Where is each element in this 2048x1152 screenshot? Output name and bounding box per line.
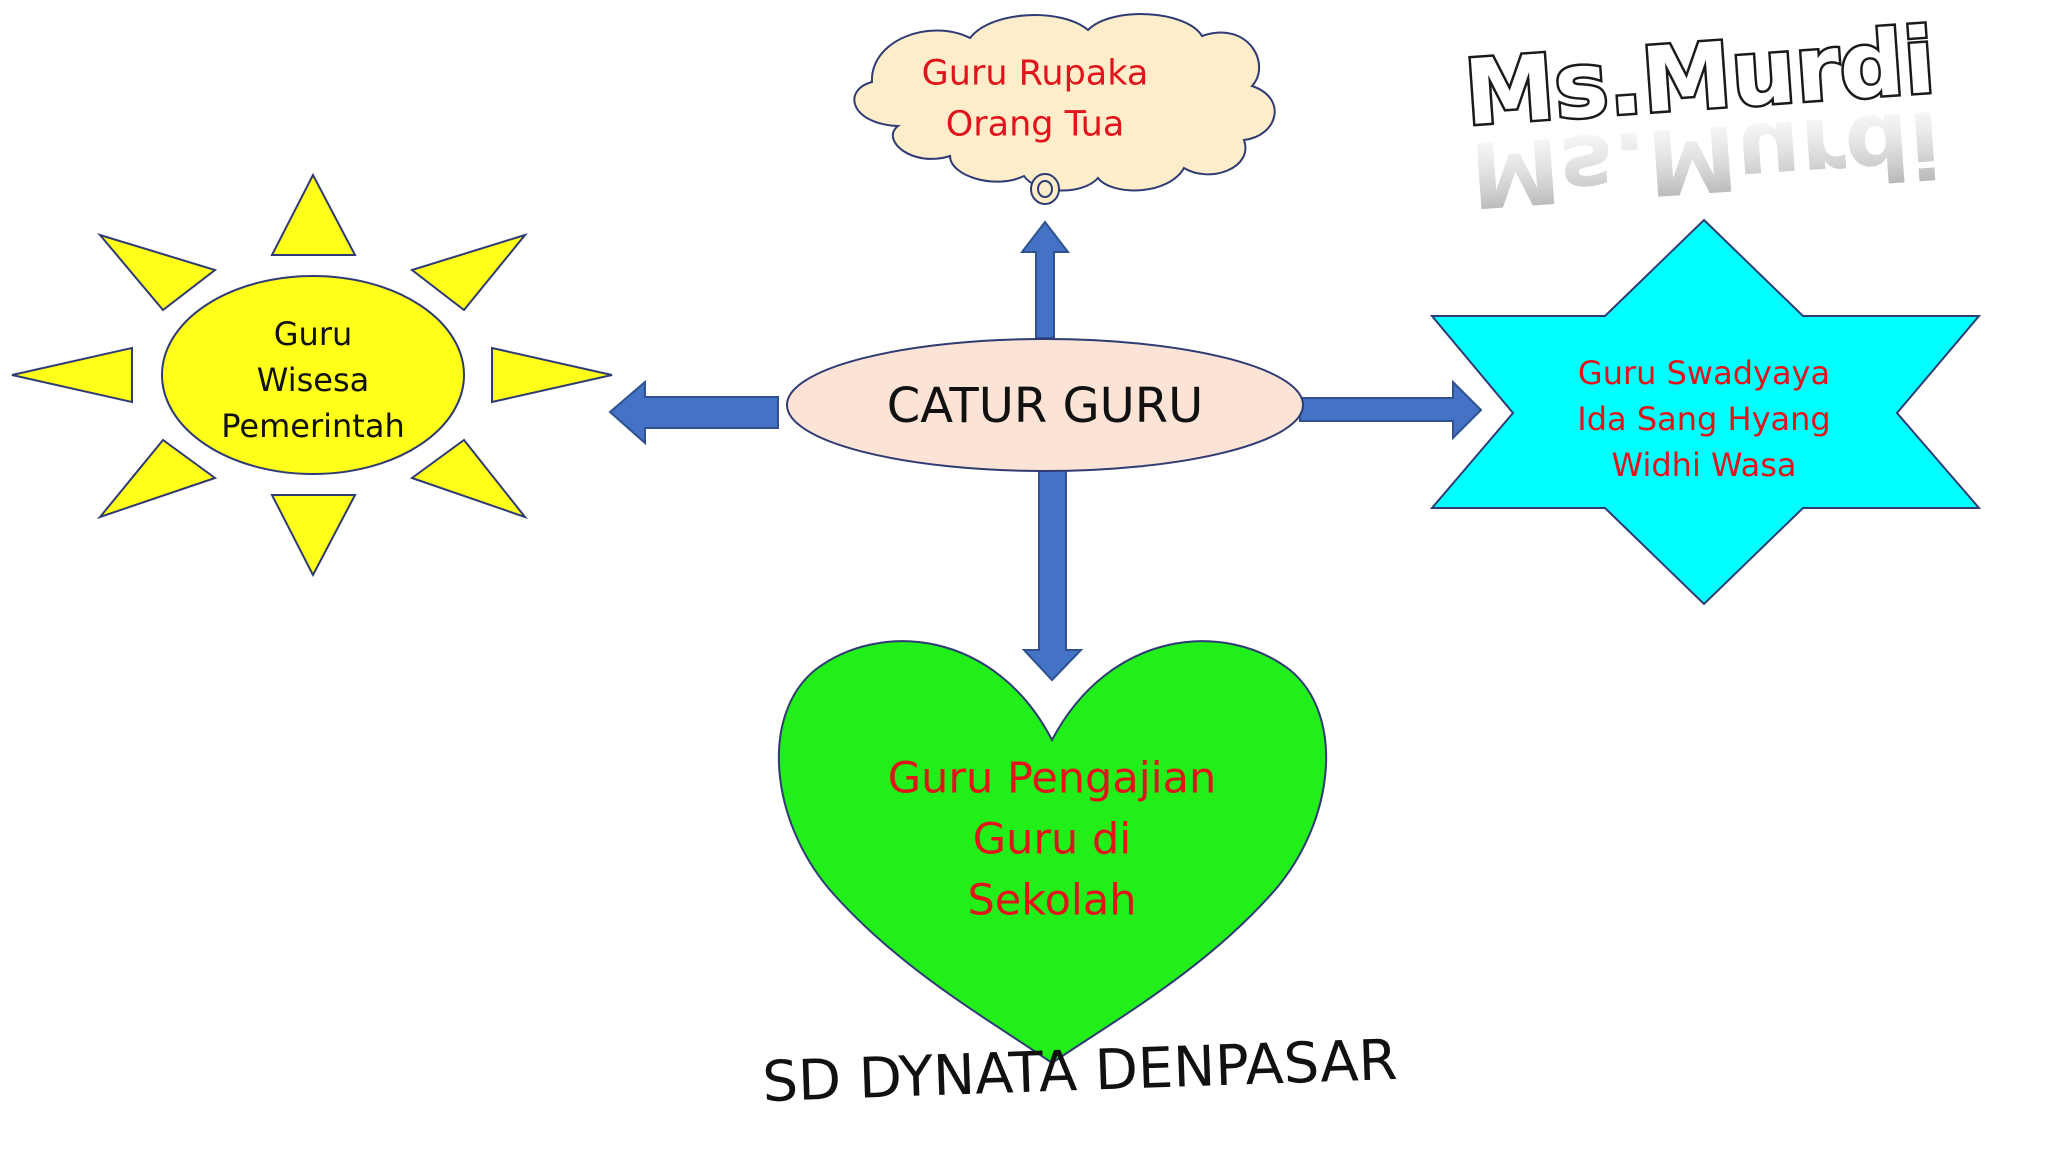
node-sun-line: Guru xyxy=(274,315,353,353)
center-ellipse xyxy=(786,338,1304,472)
arrow-up xyxy=(1019,220,1071,339)
node-star-line: Guru Swadyaya xyxy=(1578,354,1830,392)
center-label: CATUR GURU xyxy=(887,378,1204,434)
node-cloud-line: Guru Rupaka xyxy=(922,53,1149,93)
footer-school-name: SD DYNATA DENPASAR xyxy=(761,1028,1398,1115)
node-heart-line: Guru Pengajian xyxy=(888,753,1216,803)
node-heart-line: Sekolah xyxy=(968,875,1137,925)
arrow-down xyxy=(1021,469,1084,682)
sun-shape xyxy=(11,172,613,578)
watermark: Ms.Murdi Ms.Murdi xyxy=(1459,6,1944,227)
heart-shape xyxy=(777,640,1328,1065)
node-cloud-line: Orang Tua xyxy=(946,104,1125,144)
node-sun-line: Wisesa xyxy=(257,361,369,399)
node-heart-line: Guru di xyxy=(973,814,1131,864)
cloud-shape xyxy=(853,13,1276,205)
node-sun-line: Pemerintah xyxy=(221,407,404,445)
arrow-right xyxy=(1299,379,1483,441)
node-star-line: Ida Sang Hyang xyxy=(1577,400,1830,438)
node-star-line: Widhi Wasa xyxy=(1612,446,1797,484)
star-shape xyxy=(1429,218,1982,606)
arrow-left xyxy=(608,379,779,446)
